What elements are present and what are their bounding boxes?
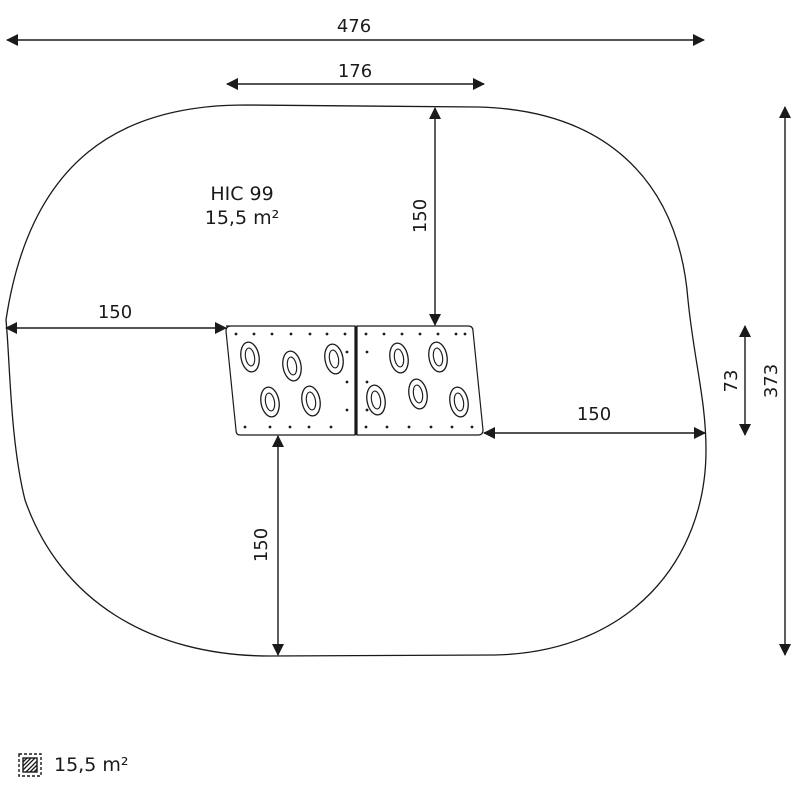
bolt-dot xyxy=(365,408,369,412)
dim-label-right-clearance: 150 xyxy=(577,404,611,425)
dim-label-total-depth: 373 xyxy=(761,364,782,398)
bolt-dot xyxy=(364,425,368,429)
legend: 15,5 m² xyxy=(18,752,128,778)
bolt-dot xyxy=(345,350,349,354)
bolt-dot xyxy=(268,425,272,429)
climbing-grips xyxy=(240,341,469,418)
dim-label-top-clearance: 150 xyxy=(410,199,431,233)
bolt-dot xyxy=(450,425,454,429)
safety-area-outline xyxy=(5,104,707,657)
bolt-dot xyxy=(345,380,349,384)
bolt-dot xyxy=(436,332,440,336)
hic-label: HIC 99 xyxy=(210,183,273,205)
bolt-dot xyxy=(252,332,256,336)
legend-area-label: 15,5 m² xyxy=(54,754,129,776)
bolt-dot xyxy=(365,350,369,354)
climbing-grip xyxy=(408,378,428,410)
climbing-grip xyxy=(366,384,386,416)
bolt-dot xyxy=(343,332,347,336)
bolt-dot xyxy=(364,332,368,336)
dim-label-wall-width: 176 xyxy=(338,61,372,82)
bolt-dot xyxy=(400,332,404,336)
climbing-wall xyxy=(225,325,484,436)
bolt-dot xyxy=(470,425,474,429)
bolt-dot xyxy=(382,332,386,336)
bolt-dot xyxy=(307,425,311,429)
bolt-dot xyxy=(418,332,422,336)
dimension-lines xyxy=(5,34,791,656)
bolt-dot xyxy=(243,425,247,429)
dim-label-total-width: 476 xyxy=(337,16,371,37)
bolt-dot xyxy=(407,425,411,429)
bolt-dot xyxy=(454,332,458,336)
bolt-dot xyxy=(463,332,467,336)
dim-label-left-clearance: 150 xyxy=(98,302,132,323)
bolt-dot xyxy=(270,332,274,336)
dim-label-wall-depth: 73 xyxy=(721,370,742,393)
bolt-dot xyxy=(429,425,433,429)
panel-bolts xyxy=(234,332,474,429)
bolt-dot xyxy=(329,425,333,429)
climbing-grip xyxy=(428,341,448,373)
dim-label-bottom-clearance: 150 xyxy=(251,528,272,562)
bolt-dot xyxy=(325,332,329,336)
bolt-dot xyxy=(365,380,369,384)
bolt-dot xyxy=(345,408,349,412)
bolt-dot xyxy=(385,425,389,429)
bolt-dot xyxy=(308,332,312,336)
bolt-dot xyxy=(288,425,292,429)
bolt-dot xyxy=(289,332,293,336)
bolt-dot xyxy=(234,332,238,336)
safety-surface-hatch-icon xyxy=(18,753,42,777)
safety-area-size-label: 15,5 m² xyxy=(205,207,279,229)
